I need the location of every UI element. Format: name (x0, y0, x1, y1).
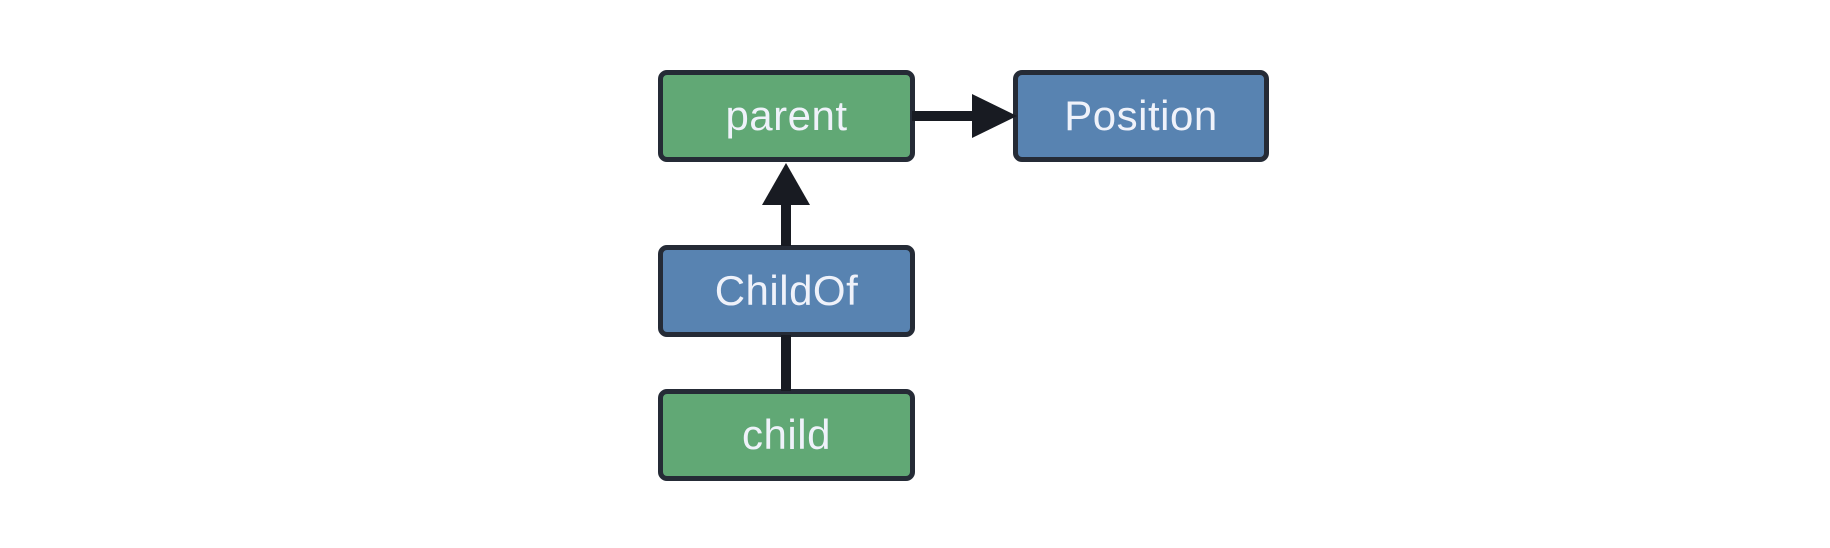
node-childof: ChildOf (658, 245, 915, 337)
node-child: child (658, 389, 915, 481)
edge-childof-parent-arrowhead-icon (762, 163, 810, 205)
edge-parent-position-arrowhead-icon (972, 94, 1017, 138)
node-childof-label: ChildOf (714, 267, 859, 314)
edge-childof-parent-shaft (781, 198, 791, 246)
node-parent-label: parent (725, 92, 848, 139)
node-parent: parent (658, 70, 915, 162)
node-child-label: child (742, 411, 831, 458)
node-position-label: Position (1064, 92, 1218, 139)
edge-child-childof-line (781, 335, 791, 391)
edge-parent-position-shaft (912, 111, 974, 121)
node-position: Position (1013, 70, 1269, 162)
